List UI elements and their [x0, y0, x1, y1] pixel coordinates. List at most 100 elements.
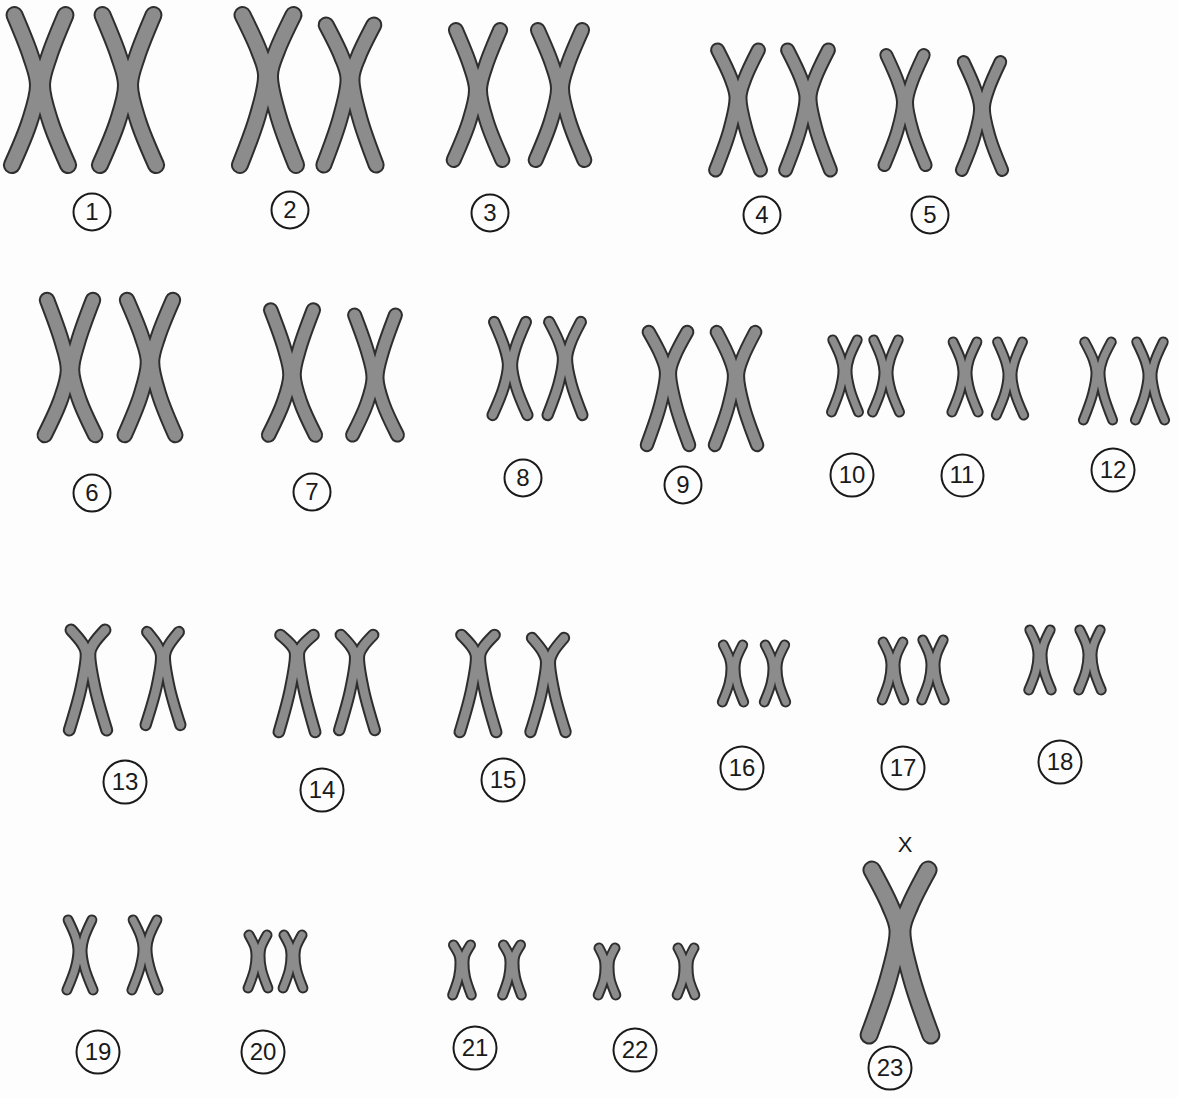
- chromatid-outline: [786, 50, 806, 170]
- circle-outline: [744, 197, 781, 234]
- circle-outline: [505, 460, 542, 497]
- chromatid-outline: [100, 15, 126, 165]
- chromatid-outline: [299, 635, 315, 732]
- chromosome-number-circle: 8: [503, 458, 543, 498]
- chromatid: [130, 15, 156, 165]
- chromosome-number-circle: 6: [72, 473, 112, 513]
- chromosome-number-circle: 23: [867, 1045, 913, 1091]
- circle-outline: [665, 467, 702, 504]
- chromosome-number: 23: [877, 1056, 904, 1080]
- chromatid: [715, 332, 734, 445]
- chromatid-outline: [984, 62, 1002, 170]
- chromatid: [45, 300, 68, 435]
- chromatid-outline: [869, 870, 898, 1035]
- circle-outline: [912, 197, 949, 234]
- chromatid-outline: [967, 342, 978, 412]
- chromatid-outline: [1135, 342, 1148, 420]
- chromatid-outline: [996, 342, 1008, 415]
- chromatid-outline: [493, 322, 508, 415]
- chromatid-outline: [294, 310, 315, 435]
- chromatid: [688, 948, 695, 995]
- chromatid-outline: [1083, 342, 1096, 420]
- chromatid: [377, 315, 397, 435]
- chromatid-outline: [735, 645, 744, 702]
- chromatid: [72, 300, 95, 435]
- chromosome-number-circle: 12: [1090, 447, 1136, 493]
- chromatid-outline: [90, 630, 107, 730]
- chromatid-outline: [1042, 630, 1051, 690]
- chromatid: [962, 62, 980, 170]
- chromatid-outline: [480, 30, 502, 160]
- chromosome-number-circle: 18: [1037, 739, 1083, 785]
- chromatid-outline: [453, 945, 460, 995]
- chromatid: [260, 935, 268, 988]
- chromatid: [295, 935, 303, 988]
- chromatid-outline: [907, 55, 926, 165]
- chromatid: [548, 322, 563, 415]
- chromatid: [869, 870, 898, 1035]
- chromosome-number-circle: 17: [880, 745, 926, 791]
- chromatid: [567, 322, 582, 415]
- chromatid: [294, 310, 315, 435]
- chromatid: [922, 640, 931, 700]
- chromatid-outline: [677, 948, 684, 995]
- chromatid-outline: [810, 50, 830, 170]
- chromatid: [146, 632, 162, 725]
- chromatid: [598, 948, 605, 995]
- chromatid: [562, 30, 584, 160]
- chromatid: [677, 948, 684, 995]
- chromatid: [810, 50, 830, 170]
- chromatid: [299, 635, 315, 732]
- chromatid-outline: [832, 340, 843, 412]
- chromosome-number: 11: [950, 463, 975, 487]
- chromatid-outline: [895, 642, 904, 700]
- chromatid-outline: [270, 15, 296, 165]
- chromatid-outline: [1152, 342, 1165, 420]
- chromosome-number: 16: [729, 756, 756, 780]
- chromatid-outline: [609, 948, 616, 995]
- chromosome-number-circle: 22: [612, 1027, 658, 1073]
- chromatid: [90, 630, 107, 730]
- chromatid-outline: [165, 632, 181, 725]
- chromatid: [847, 340, 858, 412]
- chromatid-outline: [359, 635, 375, 730]
- chromatid-outline: [962, 62, 980, 170]
- chromatid-outline: [512, 322, 527, 415]
- circle-outline: [472, 195, 509, 232]
- chromatid: [283, 935, 291, 988]
- chromatid-outline: [888, 340, 899, 412]
- chromatid-outline: [550, 638, 566, 732]
- chromatid: [882, 642, 891, 700]
- chromatid-outline: [722, 645, 731, 702]
- chromatid: [125, 300, 148, 435]
- chromosome-number: 22: [622, 1038, 649, 1062]
- chromosome-number: 13: [112, 770, 139, 794]
- chromatid-outline: [269, 310, 290, 435]
- chromatid: [339, 635, 355, 730]
- chromatid-outline: [42, 15, 68, 165]
- circle-outline: [1039, 741, 1082, 784]
- chromatid-outline: [688, 948, 695, 995]
- chromatid: [269, 310, 290, 435]
- chromatid-outline: [464, 945, 471, 995]
- chromatid-outline: [339, 635, 355, 730]
- chromatid: [895, 642, 904, 700]
- chromosome-number: 20: [250, 1040, 277, 1064]
- chromatid-outline: [353, 315, 373, 435]
- chromatid-outline: [884, 55, 903, 165]
- chromatid: [1079, 630, 1088, 690]
- chromatid-outline: [562, 30, 584, 160]
- chromosome-number: 1: [85, 200, 98, 224]
- chromatid-outline: [716, 50, 736, 170]
- circle-outline: [721, 747, 764, 790]
- chromatid-outline: [352, 25, 376, 165]
- chromatid-outline: [740, 50, 760, 170]
- chromatid-outline: [69, 630, 86, 730]
- chromatid-outline: [715, 332, 734, 445]
- chromatid: [12, 15, 38, 165]
- chromosome-number: 19: [85, 1040, 112, 1064]
- chromatid: [738, 332, 757, 445]
- chromatid: [460, 635, 476, 732]
- chromatid-outline: [1029, 630, 1038, 690]
